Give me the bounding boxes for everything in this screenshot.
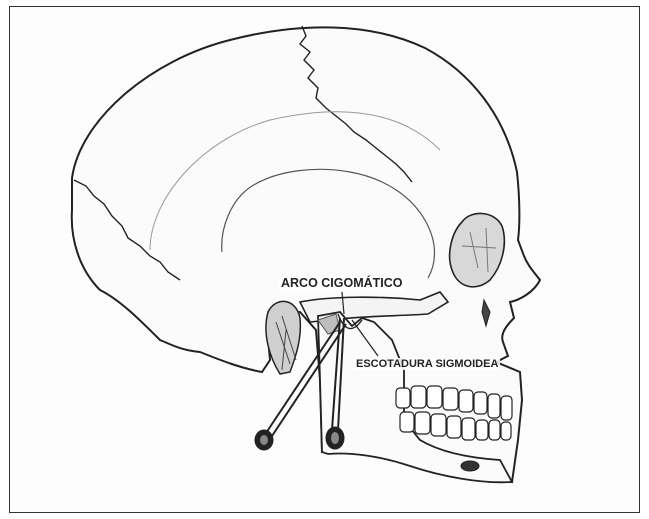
mental-foramen	[461, 461, 479, 471]
label-arco-cigomatico: ARCO CIGOMÁTICO	[279, 277, 405, 291]
label-escotadura-sigmoidea: ESCOTADURA SIGMOIDEA	[354, 358, 500, 370]
